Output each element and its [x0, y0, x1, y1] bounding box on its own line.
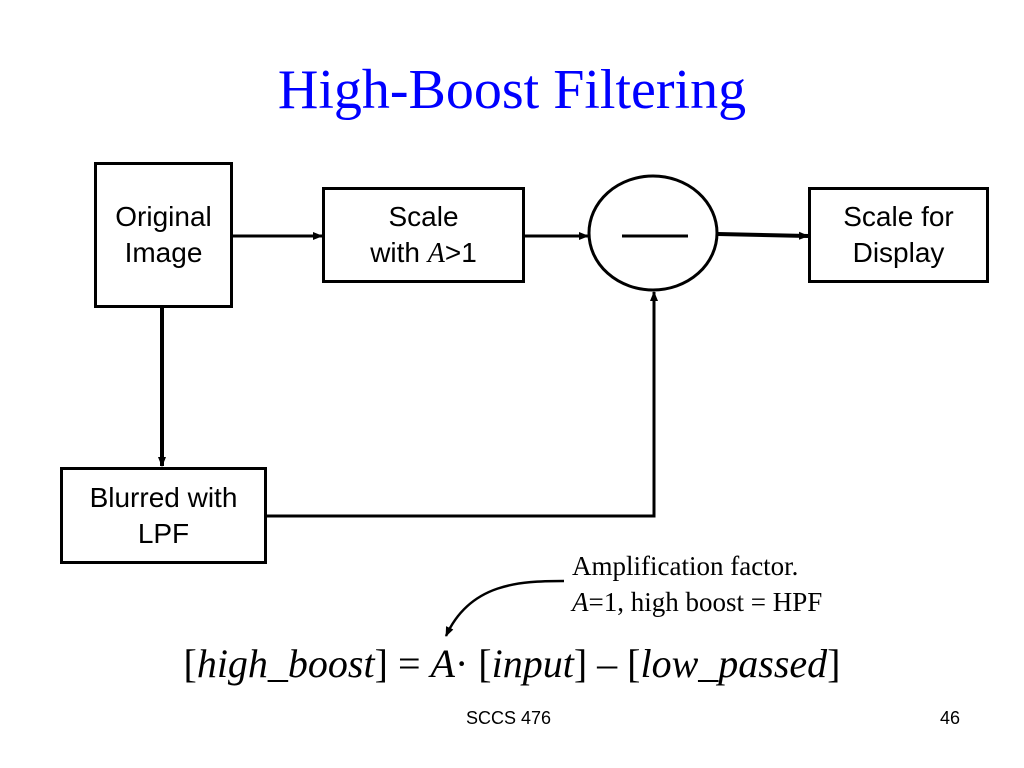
scale-condition: >1 — [444, 236, 477, 268]
display-label-line1: Scale for — [843, 201, 954, 232]
annotation-variable: A — [572, 587, 589, 617]
original-label-line1: Original — [115, 201, 212, 232]
display-label-line2: Display — [852, 237, 945, 268]
scale-for-display-box: Scale for Display — [808, 187, 989, 283]
high-boost-formula: [high_boost] = A· [input] – [low_passed] — [183, 641, 841, 686]
annotation-line1: Amplification factor. — [572, 551, 799, 581]
arrow-blurred-to-subtractor — [266, 291, 658, 518]
formula-dot: · — [454, 641, 469, 686]
slide-title: High-Boost Filtering — [277, 59, 747, 121]
blurred-label-line2: LPF — [137, 517, 190, 549]
formula-factor: A — [430, 641, 455, 686]
scale-box: Scale with A>1 — [322, 187, 525, 283]
blurred-lpf-box: Blurred with LPF — [60, 467, 267, 564]
amplification-annotation: Amplification factor. A=1, high boost = … — [572, 548, 822, 620]
page-number: 46 — [940, 708, 961, 728]
original-label-line2: Image — [124, 237, 203, 268]
annotation-line2: A=1, high boost = HPF — [572, 584, 822, 620]
scale-variable: A — [427, 237, 445, 269]
arrow-subtractor-to-display — [717, 231, 809, 240]
formula-equals: = — [397, 641, 421, 686]
formula-minus: – — [597, 641, 618, 686]
original-image-box: Original Image — [94, 162, 233, 308]
annotation-rest: =1, high boost = HPF — [588, 587, 823, 617]
formula-input: input — [491, 641, 574, 686]
footer-course: SCCS 476 — [466, 708, 552, 728]
annotation-arrow — [444, 579, 565, 637]
formula-lhs: high_boost — [196, 641, 375, 686]
scale-with-text: with — [370, 236, 428, 268]
subtractor-circle — [587, 174, 719, 292]
scale-label-line1: Scale — [388, 200, 459, 232]
blurred-label-line1: Blurred with — [89, 481, 238, 513]
formula-low: low_passed — [640, 641, 828, 686]
scale-label-line2: with A>1 — [370, 235, 477, 272]
